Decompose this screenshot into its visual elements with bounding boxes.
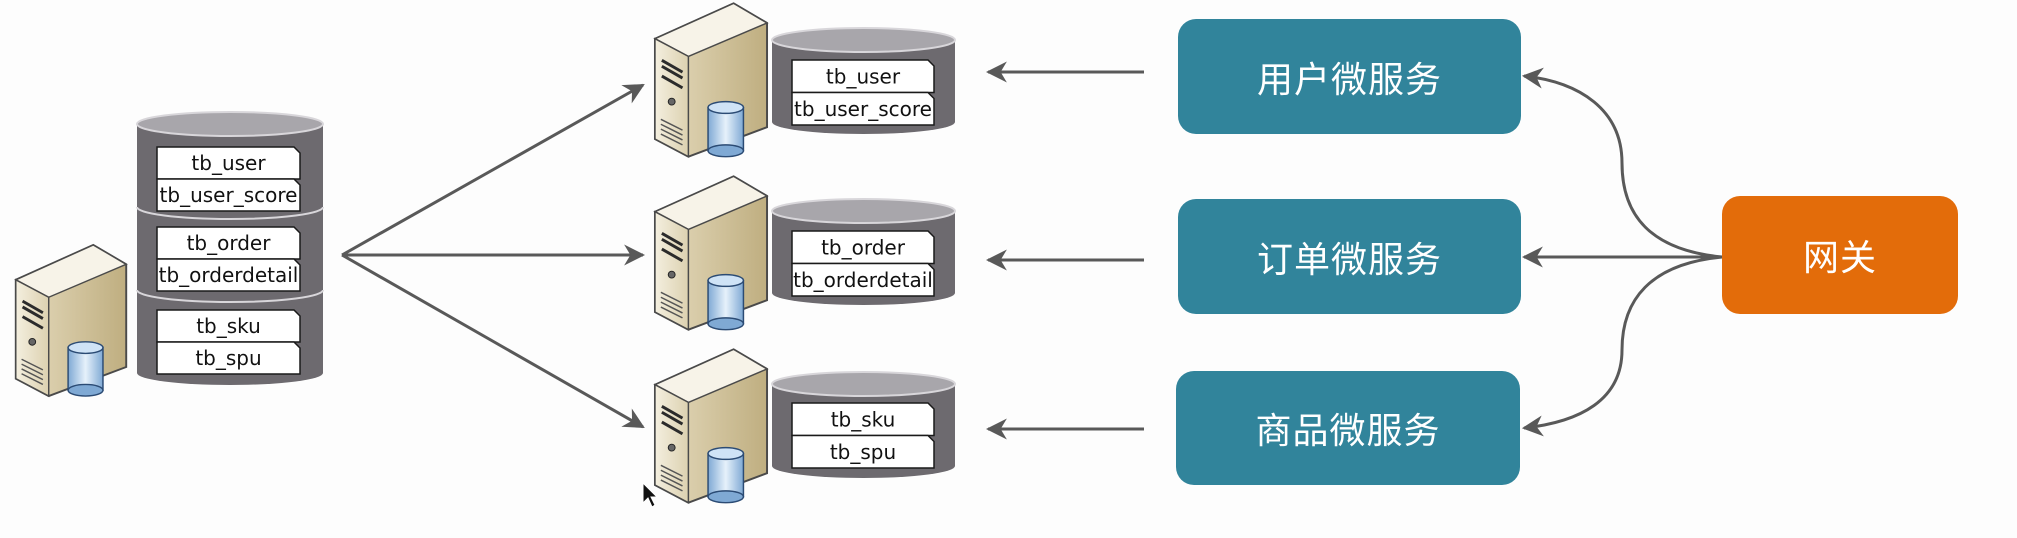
table-name: tb_user_score [160,183,298,207]
db-top [771,371,956,397]
order-database: tb_order tb_orderdetail [771,198,956,305]
table-label: tb_orderdetail [156,258,301,292]
order-db-server-icon [653,174,769,332]
table-label: tb_spu [791,434,935,469]
order-service-box[interactable]: 订单微服务 [1178,199,1521,314]
db-top [771,198,956,224]
db-segment: tb_user tb_user_score [156,146,301,212]
db-top [136,111,324,137]
arrow-gateway-to-user-service [1521,67,1723,259]
user-database: tb_user tb_user_score [771,27,956,134]
table-name: tb_order [821,235,906,259]
table-name: tb_spu [195,346,261,370]
table-name: tb_user [191,151,266,175]
arrow-to-goods-db [341,253,645,429]
table-label: tb_user [791,59,935,94]
mouse-cursor-icon [642,481,659,508]
split-arrows [341,83,646,429]
table-label: tb_user [156,146,301,180]
user-service-label: 用户微服务 [1256,59,1442,101]
table-label: tb_order [156,226,301,260]
source-database: tb_user tb_user_score tb_order tb_orderdeta… [136,111,324,385]
arrow-gateway-to-goods-service [1521,255,1723,437]
source-server-icon [14,243,128,398]
gateway-to-service-arrows [1521,67,1723,437]
db-segment: tb_sku tb_spu [136,289,324,375]
arrow-to-user-db [341,83,645,257]
table-label: tb_spu [156,341,301,375]
db-top [771,27,956,53]
table-name: tb_spu [830,440,896,464]
table-name: tb_user_score [794,97,932,121]
table-label: tb_sku [156,309,301,343]
table-name: tb_sku [831,407,896,431]
goods-db-server-icon [653,347,769,505]
goods-service-box[interactable]: 商品微服务 [1176,371,1520,485]
service-to-db-arrows [985,61,1144,440]
gateway-label: 网关 [1802,238,1877,279]
user-service-box[interactable]: 用户微服务 [1178,19,1521,134]
order-service-label: 订单微服务 [1256,239,1442,281]
split-databases: tb_user tb_user_score tb_order tb_orderdeta… [771,27,956,479]
goods-database: tb_sku tb_spu [771,371,956,479]
table-name: tb_order [187,231,272,255]
table-label: tb_user_score [791,91,935,126]
table-label: tb_sku [791,402,935,437]
table-label: tb_orderdetail [791,262,935,297]
table-label: tb_user_score [156,178,301,212]
table-name: tb_sku [196,314,261,338]
table-name: tb_orderdetail [793,268,933,292]
table-label: tb_order [791,230,935,265]
table-name: tb_user [826,64,901,88]
gateway-box[interactable]: 网关 [1722,196,1958,314]
goods-service-label: 商品微服务 [1255,411,1441,452]
table-name: tb_orderdetail [159,263,299,287]
db-segment: tb_order tb_orderdetail [136,206,324,292]
user-db-server-icon [653,1,769,159]
